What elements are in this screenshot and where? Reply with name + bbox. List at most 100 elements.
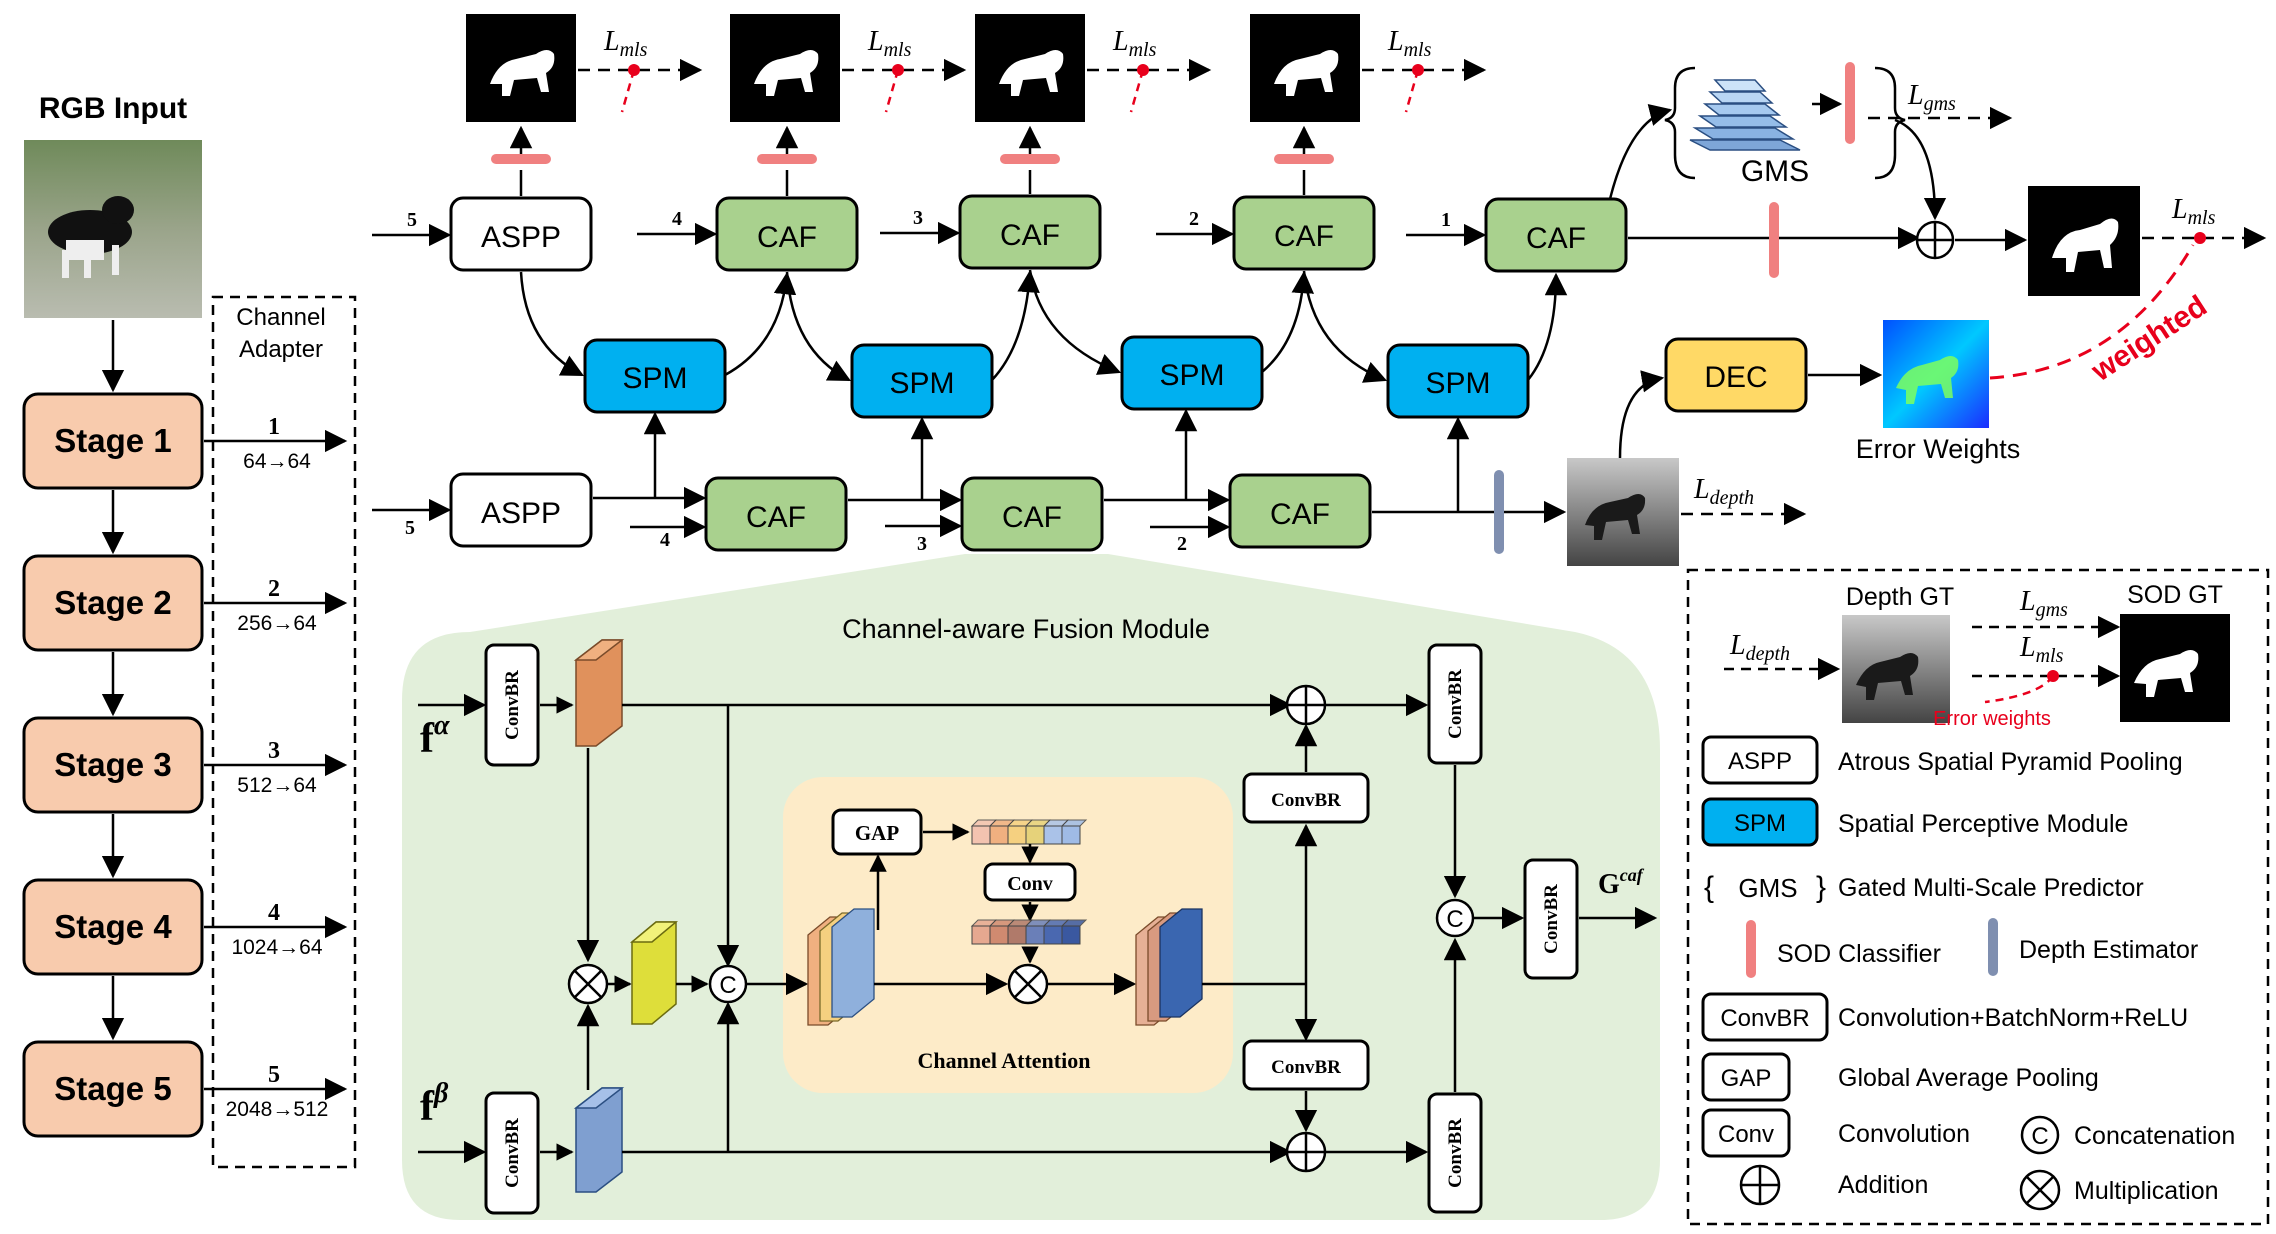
svg-text:GMS: GMS	[1741, 155, 1809, 188]
svg-text:SPM: SPM	[1159, 359, 1224, 392]
svg-text:CAF: CAF	[1526, 222, 1586, 255]
lmls-label: Lmls	[603, 26, 648, 61]
top-prediction-3: Lmls	[975, 14, 1212, 194]
legend-gap-desc: Global Average Pooling	[1838, 1064, 2099, 1092]
legend-addition-desc: Addition	[1838, 1171, 1928, 1199]
svg-text:ConvBR: ConvBR	[1445, 1118, 1466, 1188]
gap-channel-vector	[970, 819, 1088, 845]
svg-text:Conv: Conv	[1718, 1121, 1774, 1148]
multiplication-node-left	[567, 963, 609, 1005]
weighted-label: weighted	[2085, 289, 2213, 388]
legend-key-gap: GAP	[1701, 1052, 1791, 1102]
spm-3-block: SPM	[1120, 335, 1264, 411]
channel-adapter-title-1: Channel	[236, 304, 325, 331]
error-weights-map	[1883, 320, 1989, 428]
legend-conv-desc: Convolution	[1838, 1120, 1970, 1148]
legend-lgms-label: Lgms	[2019, 586, 2068, 621]
adapter-level-num: 4	[268, 900, 280, 926]
final-saliency-map	[2028, 186, 2140, 296]
svg-text:ConvBR: ConvBR	[1720, 1005, 1809, 1032]
addition-node-top	[1915, 220, 1955, 260]
svg-text:DEC: DEC	[1704, 361, 1767, 394]
adapter-channel-text: 512→64	[237, 774, 317, 797]
stage-5-block: Stage 5	[22, 1040, 204, 1138]
sod-gt-image	[2120, 614, 2230, 722]
feature-multiplied-slab	[629, 921, 679, 1025]
feature-concat-stack	[807, 908, 875, 1026]
lmls-label: Lmls	[1387, 26, 1432, 61]
adapter-level-num: 1	[268, 414, 280, 440]
svg-text:2: 2	[1177, 533, 1187, 555]
svg-text:ConvBR: ConvBR	[1271, 1057, 1341, 1078]
svg-text:CAF: CAF	[1000, 219, 1060, 252]
legend-multiplication-icon	[2019, 1169, 2061, 1211]
svg-text:C: C	[1446, 906, 1463, 933]
legend-spm-desc: Spatial Perceptive Module	[1838, 810, 2128, 838]
adapter-channel-text: 2048→512	[226, 1098, 329, 1121]
svg-text:1: 1	[1441, 209, 1451, 231]
stage-4-block: Stage 4	[22, 878, 204, 976]
svg-text:GAP: GAP	[1721, 1065, 1772, 1092]
aspp-bottom-block: ASPP	[449, 472, 593, 548]
svg-text:C: C	[2031, 1123, 2048, 1150]
ldepth-label: Ldepth	[1693, 474, 1754, 509]
lmls-label: Lmls	[1112, 26, 1157, 61]
svg-text:ConvBR: ConvBR	[502, 1118, 523, 1188]
adapter-level-num: 5	[268, 1062, 280, 1088]
depth-gt-label: Depth GT	[1846, 583, 1954, 611]
legend-gms-brace-left: {	[1704, 871, 1714, 904]
legend-key-aspp: ASPP	[1701, 735, 1819, 785]
legend-aspp-desc: Atrous Spatial Pyramid Pooling	[1838, 748, 2183, 776]
multiplication-node-attention	[1007, 963, 1049, 1005]
legend-convbr-desc: Convolution+BatchNorm+ReLU	[1838, 1004, 2188, 1032]
error-weights-label: Error Weights	[1856, 434, 2021, 464]
svg-text:CAF: CAF	[746, 501, 806, 534]
lgms-label: Lgms	[1907, 80, 1956, 115]
caf-top-1-block: CAF	[1484, 197, 1628, 273]
adapter-channel-text: 256→64	[237, 612, 317, 635]
stage-3-block: Stage 3	[22, 716, 204, 814]
svg-text:5: 5	[405, 517, 415, 539]
aspp-top-block: ASPP	[449, 196, 593, 272]
svg-text:4: 4	[660, 529, 670, 551]
adapter-channel-text: 64→64	[243, 450, 311, 473]
channel-adapter-title-2: Adapter	[239, 336, 323, 363]
svg-text:CAF: CAF	[1002, 501, 1062, 534]
legend-box	[1686, 568, 2270, 1226]
conv-block: Conv	[983, 862, 1077, 902]
gms-block: GMS	[1664, 66, 1906, 188]
gap-block: GAP	[831, 808, 923, 856]
svg-text:3: 3	[913, 207, 923, 229]
caf-top-3-block: CAF	[958, 194, 1102, 270]
convbr-upper-mid-block: ConvBR	[1242, 772, 1370, 824]
caf-bottom-3-block: CAF	[960, 476, 1104, 552]
svg-text:4: 4	[672, 208, 682, 230]
feature-attended-stack	[1135, 908, 1203, 1026]
legend-lmls-label: Lmls	[2019, 632, 2064, 667]
svg-text:SPM: SPM	[1734, 810, 1786, 837]
convbr-beta-block: ConvBR	[484, 1091, 540, 1215]
svg-text:ConvBR: ConvBR	[1445, 669, 1466, 739]
rgb-input-label: RGB Input	[39, 92, 187, 125]
legend-concat-icon	[2020, 1115, 2060, 1155]
caf-top-2-block: CAF	[1232, 195, 1376, 271]
svg-text:CAF: CAF	[1270, 498, 1330, 531]
f-beta-label: fβ	[420, 1078, 449, 1130]
caf-top-4-block: CAF	[715, 196, 859, 272]
stage-label: Stage 4	[54, 908, 172, 945]
svg-text:CAF: CAF	[1274, 220, 1334, 253]
adapter-level-num: 2	[268, 576, 280, 602]
top-prediction-1: Lmls	[466, 14, 703, 196]
adapter-level-num: 3	[268, 738, 280, 764]
stage-label: Stage 1	[54, 422, 171, 459]
stage-label: Stage 2	[54, 584, 171, 621]
svg-text:GAP: GAP	[855, 821, 900, 845]
convbr-right-lower-block: ConvBR	[1427, 1092, 1483, 1214]
spm-1-block: SPM	[583, 338, 727, 414]
depth-estimator-bar	[1494, 470, 1504, 554]
svg-text:SPM: SPM	[889, 367, 954, 400]
sod-gt-label: SOD GT	[2127, 581, 2223, 609]
stage-2-block: Stage 2	[22, 554, 204, 652]
legend-key-gms: GMS	[1738, 873, 1797, 903]
legend-ldepth-label: Ldepth	[1729, 630, 1790, 665]
